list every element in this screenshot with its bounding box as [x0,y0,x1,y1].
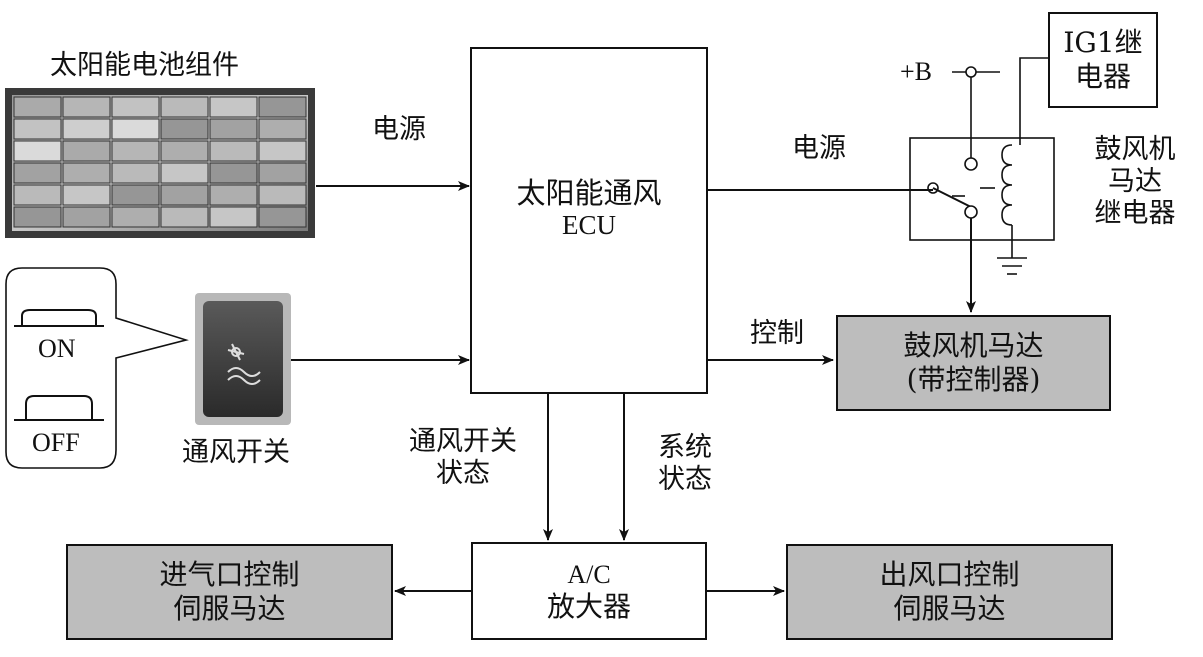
fan-vent-icon [227,343,261,385]
switch-off-label: OFF [32,428,80,457]
intake-servo-box: 进气口控制 伺服马达 [66,544,393,640]
ecu-label-line2: ECU [562,210,616,241]
solar-panel-label: 太阳能电池组件 [50,50,239,81]
switch-on-symbol [14,309,104,327]
system-state-line2: 状态 [658,463,712,495]
solar-cell [111,206,160,228]
on-off-callout [5,267,189,469]
solar-cell [160,118,209,140]
solar-cell [160,206,209,228]
ig1-relay-box: IG1继 电器 [1048,12,1158,108]
solar-cell [160,140,209,162]
blower-motor-line1: 鼓风机马达 [903,329,1044,363]
switch-on-label: ON [38,334,76,363]
control-label: 控制 [750,318,804,349]
solar-panel-grid [13,96,307,228]
ig1-relay-line1: IG1继 [1063,26,1143,60]
solar-cell [209,118,258,140]
solar-cell [13,118,62,140]
blower-motor-relay [909,57,1055,313]
switch-state-line2: 状态 [436,457,490,489]
solar-cell [111,162,160,184]
outlet-servo-box: 出风口控制 伺服马达 [786,544,1113,640]
solar-cell [111,96,160,118]
solar-cell [62,162,111,184]
vent-switch-label: 通风开关 [182,437,290,468]
solar-cell [111,184,160,206]
ecu-label: 太阳能通风 ECU [471,176,707,242]
solar-cell [62,206,111,228]
switch-state-line1: 通风开关 [409,426,517,457]
solar-cell [258,184,307,206]
ig1-relay-line2: 电器 [1074,60,1131,93]
blower-relay-line1: 鼓风机 [1094,134,1176,165]
blower-relay-line2: 马达 [1108,165,1162,197]
solar-panel [5,88,315,238]
solar-cell [160,184,209,206]
solar-cell [258,96,307,118]
power-label-right: 电源 [792,133,846,164]
ac-amplifier-line2: 放大器 [546,589,631,623]
blower-motor-line2: (带控制器) [906,363,1041,396]
solar-cell [258,162,307,184]
solar-cell [62,118,111,140]
solar-cell [209,162,258,184]
switch-state-label: 通风开关 状态 [392,426,534,490]
blower-relay-line3: 继电器 [1094,197,1176,229]
intake-servo-line1: 进气口控制 [159,558,300,592]
vent-switch-button [195,293,291,425]
solar-cell [209,206,258,228]
power-label-left: 电源 [372,114,426,145]
solar-cell [62,184,111,206]
intake-servo-line2: 伺服马达 [173,592,286,625]
ac-amplifier-line1: A/C [567,559,611,589]
solar-cell [13,140,62,162]
solar-cell [13,184,62,206]
ac-amplifier-box: A/C 放大器 [471,542,707,640]
blower-motor-box: 鼓风机马达 (带控制器) [836,315,1111,411]
blower-relay-label: 鼓风机 马达 继电器 [1070,134,1200,230]
solar-cell [111,140,160,162]
solar-cell [258,206,307,228]
switch-off-symbol [14,395,104,421]
solar-cell [111,118,160,140]
outlet-servo-line1: 出风口控制 [879,558,1020,592]
system-state-line1: 系统 [658,432,712,463]
system-state-label: 系统 状态 [644,432,726,496]
solar-cell [13,206,62,228]
solar-cell [62,96,111,118]
plus-b-label: +B [900,57,933,86]
solar-cell [160,162,209,184]
solar-cell [62,140,111,162]
solar-cell [13,96,62,118]
solar-cell [13,162,62,184]
outlet-servo-line2: 伺服马达 [893,592,1006,625]
solar-cell [160,96,209,118]
solar-cell [258,118,307,140]
solar-ventilation-ecu-box [470,47,708,394]
solar-cell [209,140,258,162]
solar-cell [209,96,258,118]
solar-cell [258,140,307,162]
solar-cell [209,184,258,206]
ecu-label-line1: 太阳能通风 [516,176,662,210]
